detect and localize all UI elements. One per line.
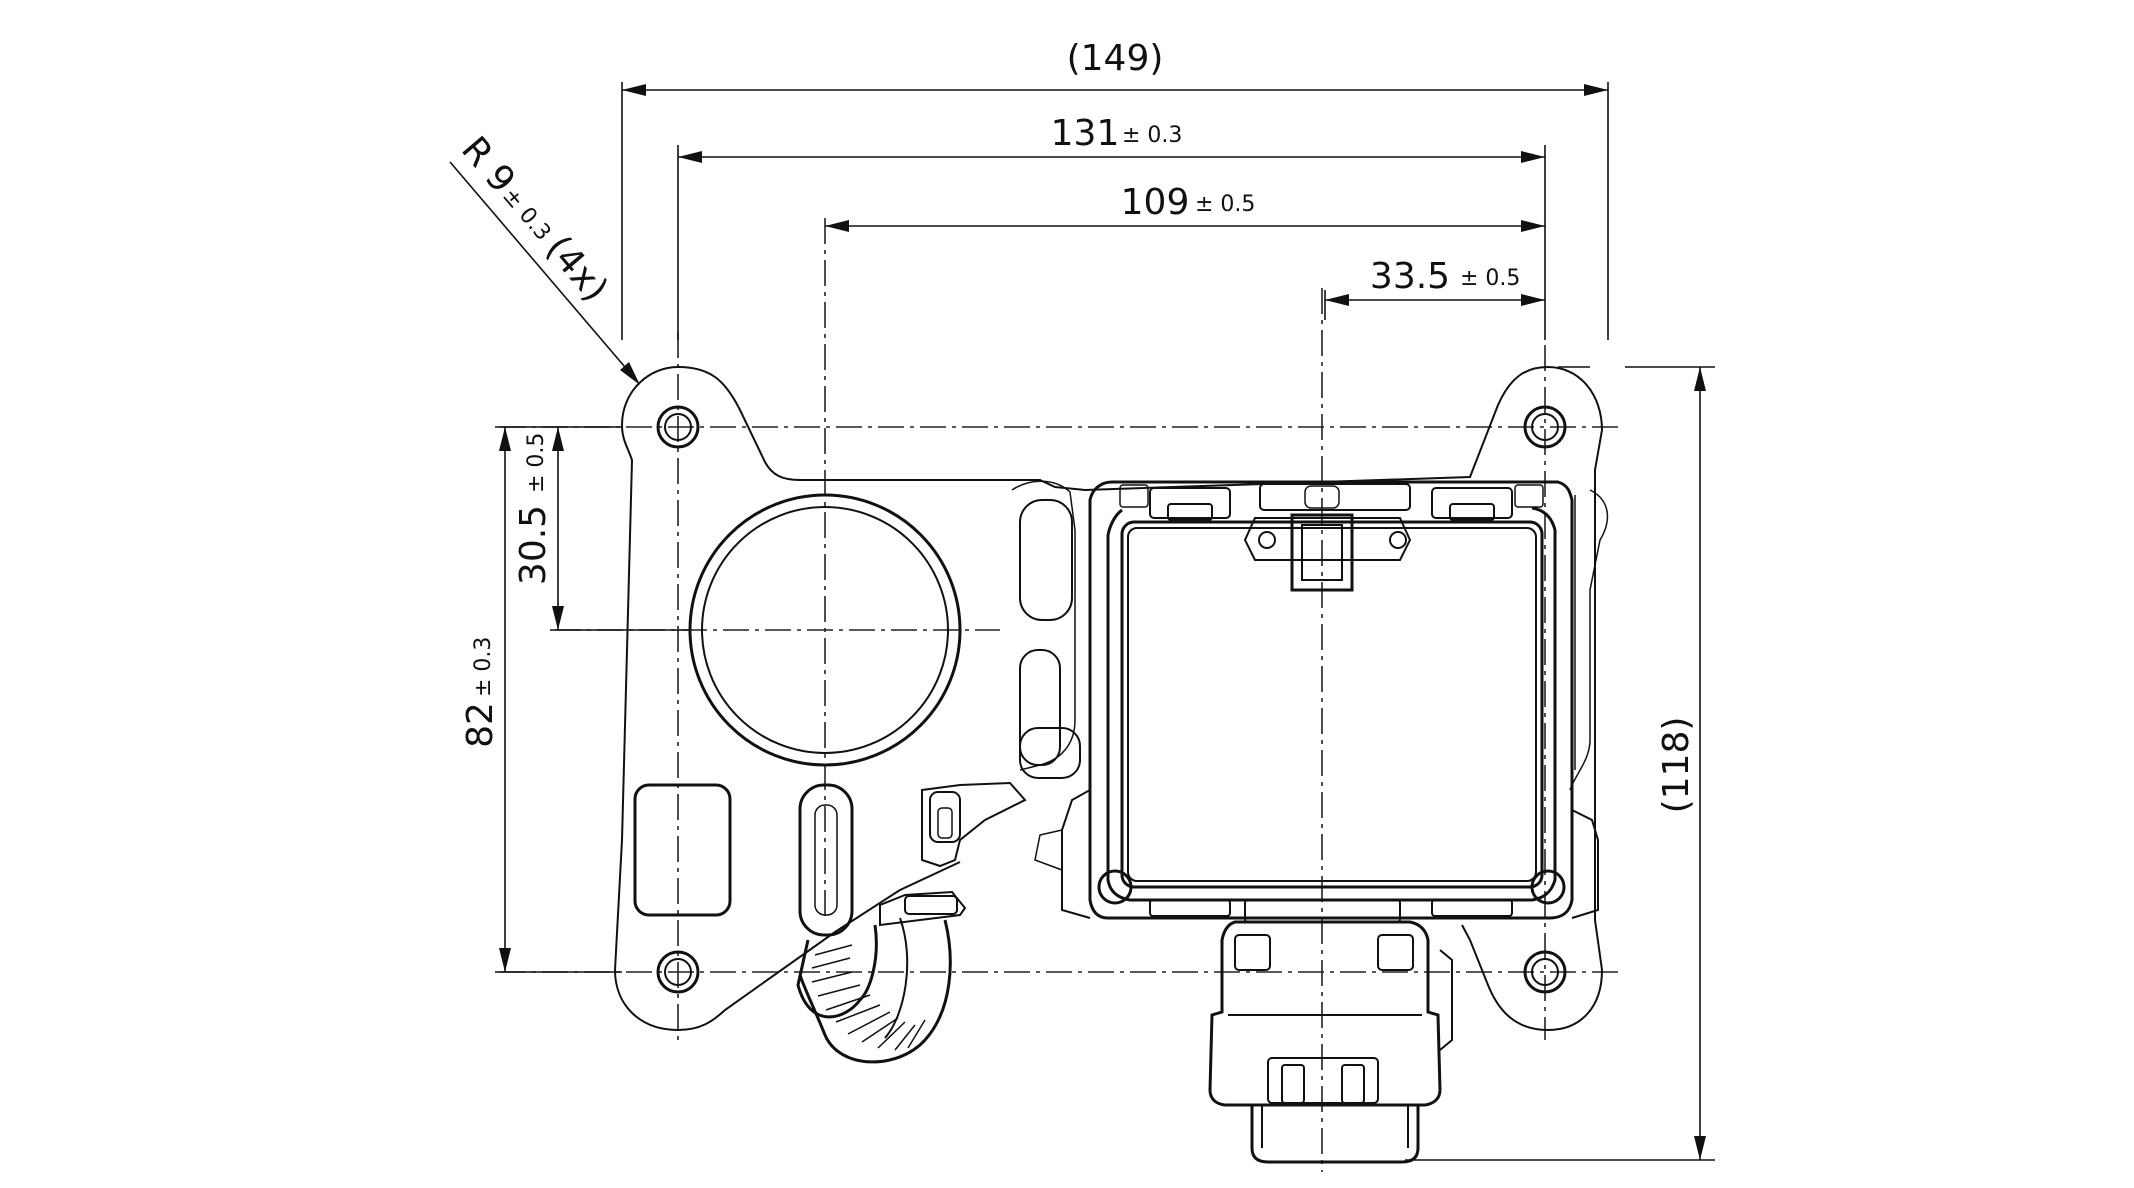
extension-lines [495, 82, 1715, 1161]
mounting-holes [656, 405, 1567, 994]
svg-text:(149): (149) [1067, 38, 1164, 79]
svg-text:± 0.5: ± 0.5 [1460, 266, 1520, 291]
bracket [921, 781, 1027, 868]
mounting-hole-bottom-right [1523, 950, 1567, 994]
dim-port-offset-y: 30.5 ± 0.5 [513, 433, 554, 586]
dim-overall-height: (118) [1656, 717, 1697, 814]
dim-connector-offset: 33.5 ± 0.5 [1370, 256, 1521, 297]
svg-text:± 0.5: ± 0.5 [524, 433, 549, 493]
svg-text:(118): (118) [1656, 717, 1697, 814]
svg-text:82: 82 [460, 702, 501, 748]
dim-hole-spacing-y: 82 ± 0.3 [460, 637, 501, 748]
electronic-housing [1034, 480, 1599, 920]
dim-overall-width: (149) [1067, 38, 1164, 79]
svg-text:109: 109 [1121, 182, 1190, 223]
svg-text:± 0.3: ± 0.3 [497, 184, 555, 246]
corrugated-hose [796, 890, 967, 1064]
dim-port-to-right: 109 ± 0.5 [1121, 182, 1256, 223]
svg-text:30.5: 30.5 [513, 505, 554, 585]
svg-text:(4x): (4x) [538, 228, 616, 310]
slots [633, 499, 1081, 937]
svg-text:33.5: 33.5 [1370, 256, 1450, 297]
dim-hole-spacing-x: 131 ± 0.3 [1051, 113, 1183, 154]
svg-text:± 0.3: ± 0.3 [1122, 123, 1182, 148]
base-plate [613, 365, 1609, 1032]
bottom-connector [1208, 899, 1453, 1164]
mounting-hole-top-left [656, 405, 700, 449]
dimension-lines [449, 84, 1706, 1160]
mounting-hole-bottom-left [656, 950, 700, 994]
svg-text:± 0.3: ± 0.3 [471, 637, 496, 697]
svg-text:131: 131 [1051, 113, 1120, 154]
svg-text:± 0.5: ± 0.5 [1195, 192, 1255, 217]
dim-corner-radius: R 9 ± 0.3 (4x) [453, 129, 616, 309]
mounting-hole-top-right [1523, 405, 1567, 449]
